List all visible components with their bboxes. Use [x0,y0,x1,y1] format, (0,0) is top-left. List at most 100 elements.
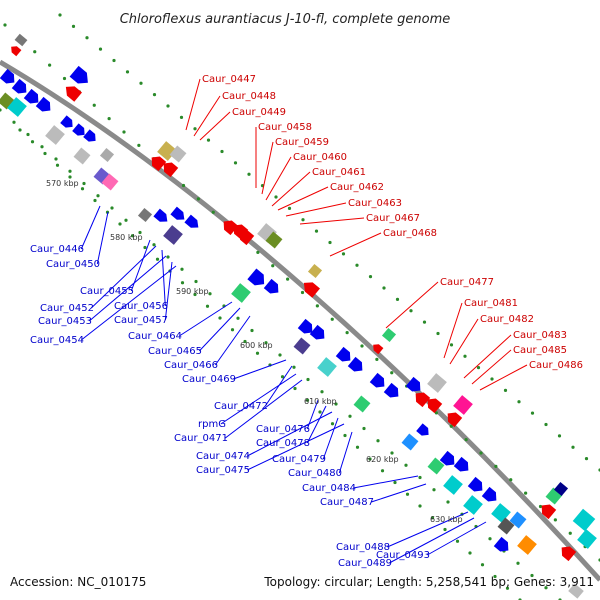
gc-dot [455,539,460,543]
gc-dot [152,93,157,97]
gc-dot [464,438,468,442]
gc-dot [382,286,386,290]
gc-dot [395,297,400,301]
forward-gene-label: Caur_0483 [513,330,567,341]
gc-dot [130,234,135,238]
gc-dot [463,354,467,358]
gene-block [568,583,584,599]
gc-dot [143,245,147,250]
gc-dot [287,206,292,210]
reverse-gene-label: Caur_0487 [320,497,374,508]
gc-dot [436,331,440,336]
reverse-gene-label: Caur_0479 [272,454,326,465]
gene-arrow [453,456,469,472]
gene-block [163,225,183,245]
gc-dot [334,402,338,406]
gc-dot [278,353,282,357]
gc-dot [96,194,100,198]
gc-dot [362,426,366,431]
leader-line [463,334,512,379]
gene-arrow [309,324,325,340]
gc-dot [68,169,72,173]
gc-dot [179,115,184,119]
gene-block [553,481,569,497]
gc-dot [205,304,210,308]
gene-arrow [170,206,185,220]
gc-dot [355,263,359,267]
gc-dot [405,492,410,496]
gc-dot [3,23,7,27]
gc-dot [139,81,143,85]
gc-dot [360,344,364,348]
gc-dot [124,218,128,222]
leader-line [387,511,469,548]
gene-block [353,395,371,413]
gc-dot [355,445,360,449]
gc-dot [93,198,97,203]
reverse-gene-label: Caur_0465 [148,346,202,357]
gene-block [14,33,28,47]
leader-line [90,245,157,309]
gc-dot [434,411,438,415]
gene-block [231,283,251,303]
gc-dot [300,290,305,295]
gc-dot [449,343,454,347]
topology-text: Topology: circular; Length: 5,258,541 bp… [263,575,594,589]
gc-dot [568,531,572,535]
gc-dot [208,292,212,296]
gc-dot [236,316,240,320]
gene-arrow [373,344,384,355]
gene-arrow [335,346,351,362]
gc-dot [422,320,427,324]
gc-dot [509,478,513,482]
forward-gene-label: Caur_0485 [513,345,567,356]
forward-gene-label: Caur_0461 [312,167,366,178]
reverse-gene-label: Caur_0466 [164,360,218,371]
gene-block [401,433,419,451]
gc-dot [538,504,543,509]
gc-dot [404,463,408,467]
gene-block [265,231,283,249]
gene-block [572,508,596,532]
gc-dot [503,388,508,392]
leader-line [427,521,487,556]
gene-features [0,33,597,599]
gc-dot [380,469,385,473]
leader-line [479,364,528,391]
forward-gene-label: Caur_0449 [232,107,286,118]
forward-gene-label: Caur_0463 [348,198,402,209]
gc-dot [430,516,435,520]
gc-dot [92,103,96,107]
gene-arrow [83,129,96,142]
leader-line [265,156,292,201]
gc-dot [306,377,310,382]
gc-dot [30,140,35,144]
kbp-tick-label: 590 kbp [176,287,209,296]
gc-dot [376,439,380,443]
gc-dot [33,50,37,54]
leader-line [198,307,241,352]
gc-dot [348,414,352,418]
gc-dot [26,132,30,137]
gene-block [45,125,65,145]
gc-dot [98,47,103,51]
leader-line [389,517,475,564]
gc-dot [62,76,67,81]
gc-dot [293,386,297,391]
gc-dot [343,433,347,438]
gene-block [169,145,187,163]
gc-dot [43,151,47,156]
forward-gene-label: Caur_0482 [480,314,534,325]
kbp-tick-label: 580 kbp [110,233,143,242]
gc-dot [280,375,285,379]
gene-block [99,147,115,163]
reverse-gene-label: Caur_0446 [30,244,84,255]
gene-block [427,373,447,393]
gene-block [427,457,445,475]
leader-line [299,217,365,225]
gc-dot [375,357,379,361]
gene-arrow [416,423,429,436]
gc-dot [137,143,141,147]
gene-arrow [561,546,577,562]
